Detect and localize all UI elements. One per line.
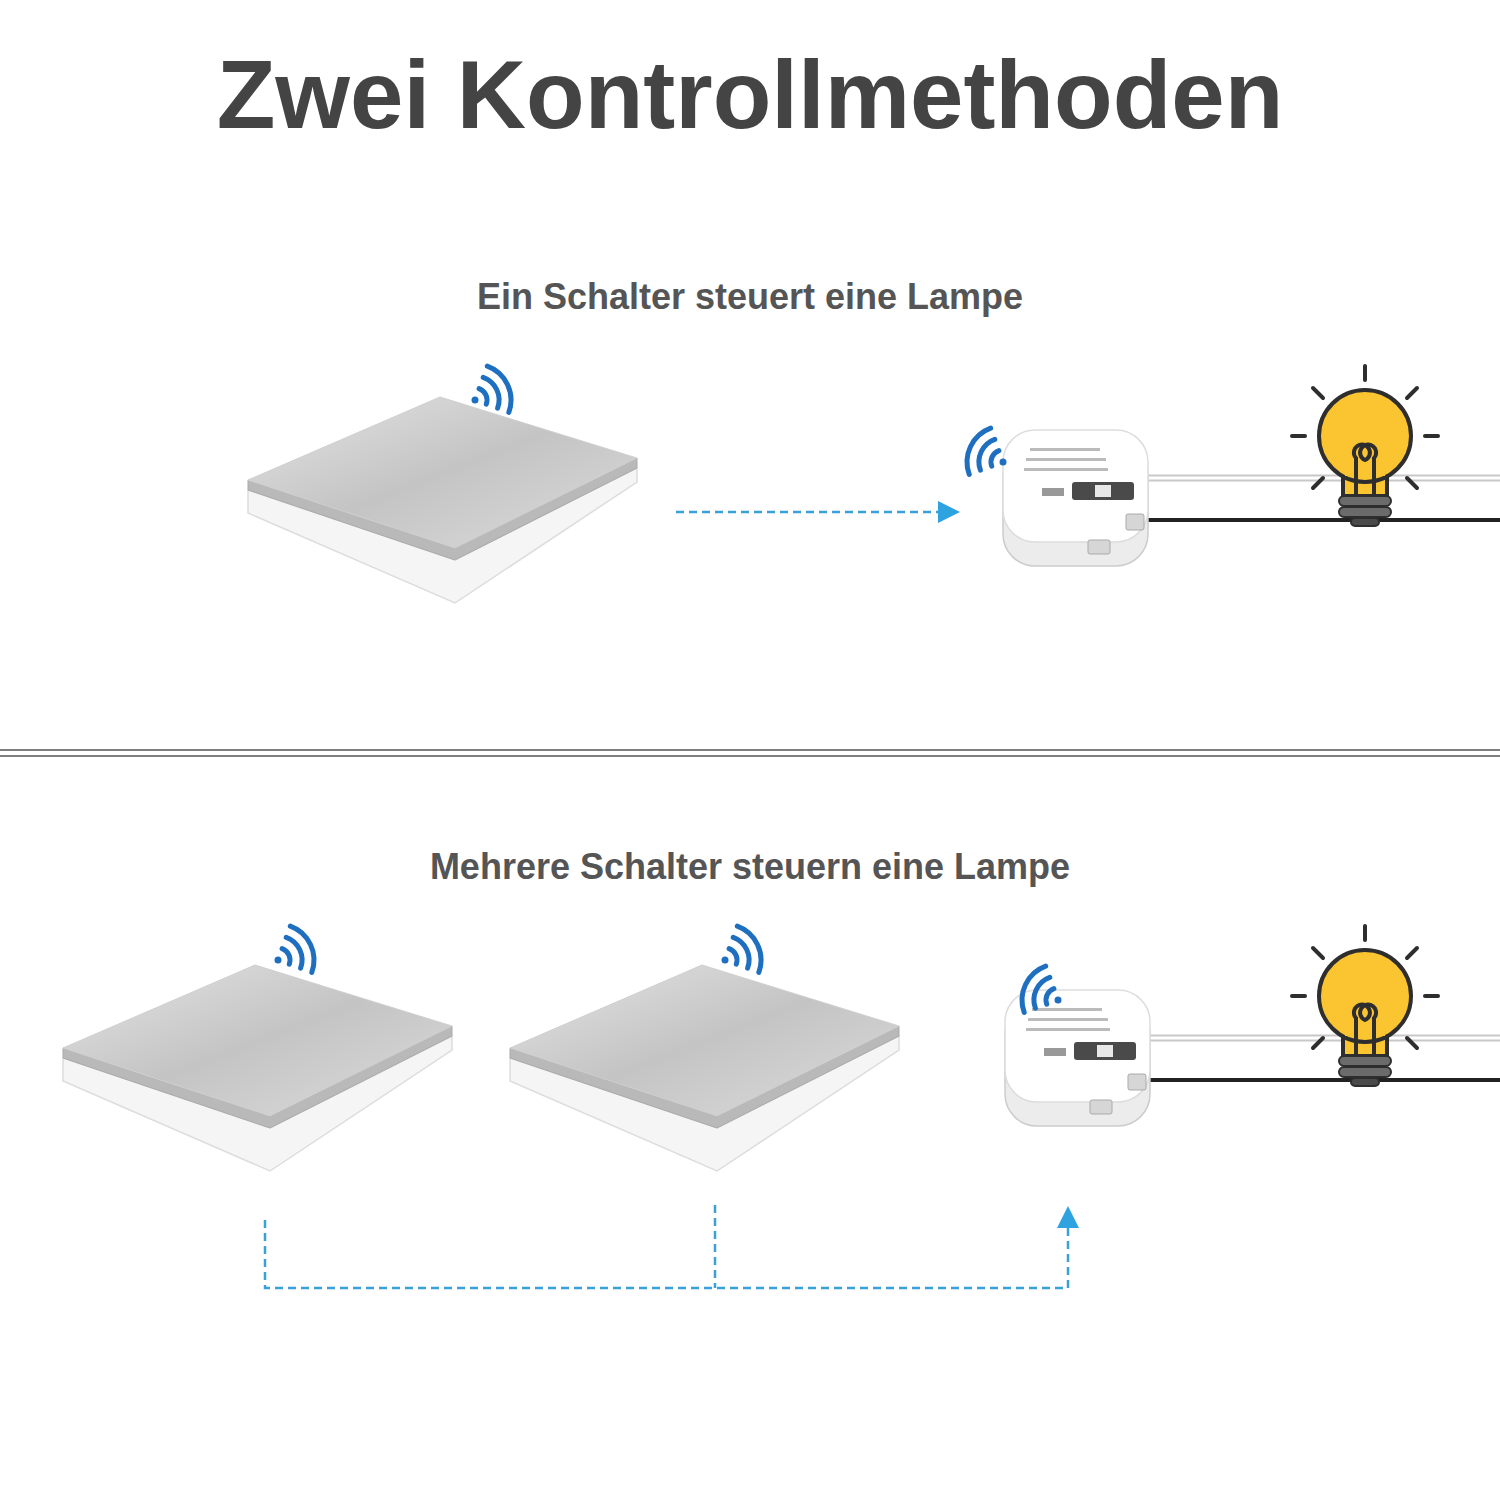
section-heading: Ein Schalter steuert eine Lampe (0, 276, 1500, 318)
receiver (1003, 430, 1500, 566)
divider (0, 749, 1500, 751)
signal-line (265, 1220, 1068, 1288)
wifi-icon (275, 926, 314, 972)
signal-arrowhead (938, 501, 960, 523)
wifi-icon (1022, 966, 1061, 1012)
section-heading: Mehrere Schalter steuern eine Lampe (0, 846, 1500, 888)
wifi-icon (967, 428, 1006, 474)
divider (0, 755, 1500, 757)
signal-line (714, 1205, 717, 1288)
wireless-switch (510, 965, 899, 1171)
lamp-icon (1292, 366, 1438, 526)
wifi-icon (472, 366, 511, 412)
receiver (1005, 990, 1500, 1126)
page-title: Zwei Kontrollmethoden (0, 40, 1500, 150)
wifi-icon (722, 926, 761, 972)
signal-line (676, 511, 942, 514)
heading-text: Mehrere Schalter steuern eine Lampe (430, 846, 1070, 887)
heading-text: Ein Schalter steuert eine Lampe (477, 276, 1023, 317)
lamp-icon (1292, 926, 1438, 1086)
wireless-switch (248, 397, 637, 603)
wireless-switch (63, 965, 452, 1171)
signal-arrowhead (1057, 1206, 1079, 1228)
title-text: Zwei Kontrollmethoden (217, 41, 1284, 148)
